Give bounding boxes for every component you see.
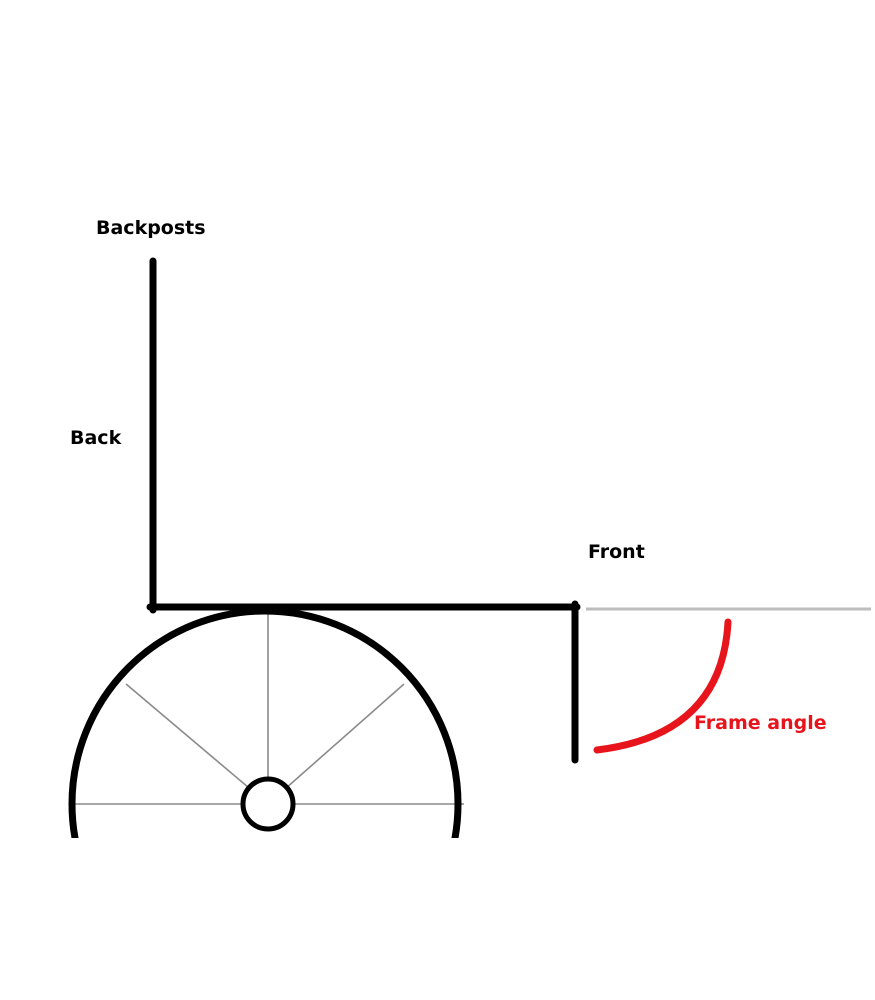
wheel-hub xyxy=(240,776,296,832)
rear-wheel xyxy=(68,607,464,838)
wheel-spoke xyxy=(267,683,405,805)
wheel-rim xyxy=(68,607,462,838)
label-backposts: Backposts xyxy=(96,217,206,239)
wheel-spoke xyxy=(125,683,269,805)
frame-angle-arc xyxy=(593,618,732,754)
label-frame-angle: Frame angle xyxy=(694,712,827,734)
label-back: Back xyxy=(70,427,122,449)
label-front: Front xyxy=(588,541,645,563)
